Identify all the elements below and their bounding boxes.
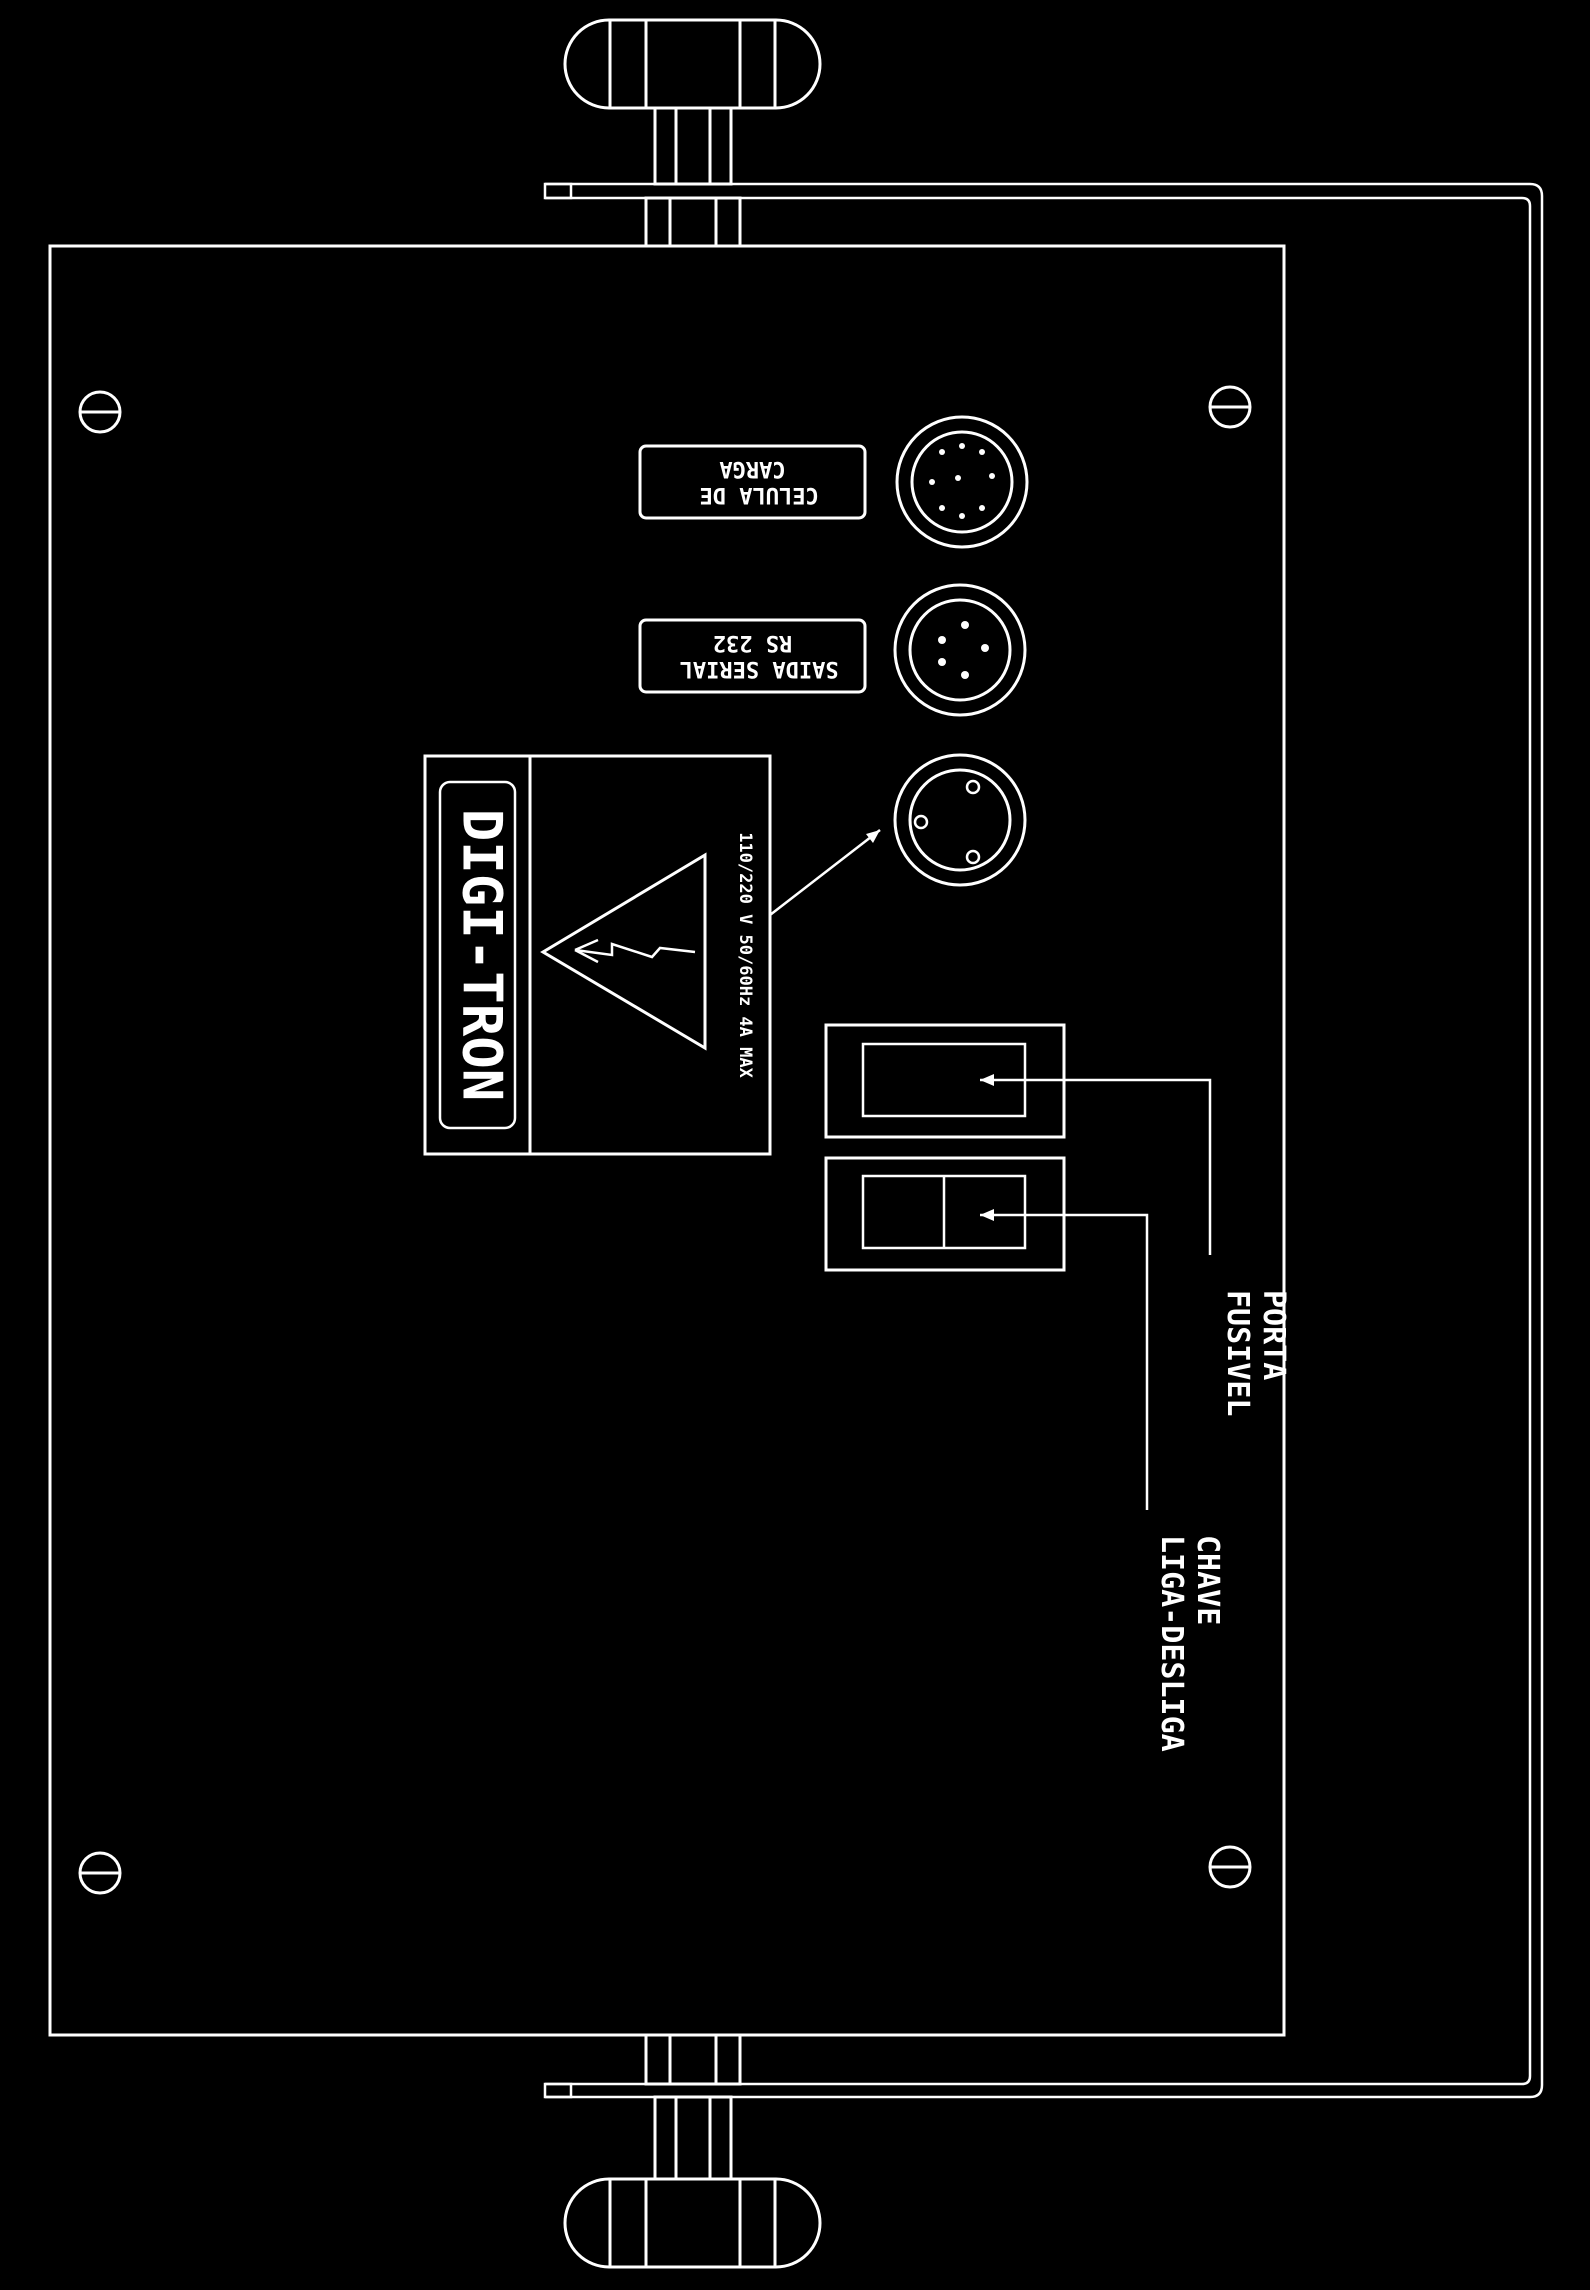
mounting-bracket (543, 182, 1544, 2099)
serial-output-label-box (638, 618, 867, 694)
load-cell-label: CELULA DE CARGA (686, 456, 818, 507)
load-cell-label-box (638, 444, 867, 520)
brand-name: DIGI-TRON (450, 809, 513, 1102)
serial-output-connector (893, 583, 1027, 717)
power-connector (893, 753, 1027, 887)
serial-output-label: SAIDA SERIAL RS 232 (666, 630, 838, 681)
knob-icon (563, 2033, 822, 2269)
load-cell-connector (895, 415, 1029, 549)
screw-icon (1208, 385, 1252, 429)
pointer-arrow (769, 829, 881, 916)
warning-plate: DIGI-TRON 110/220 V 50/60Hz 4A MAX (423, 754, 772, 1156)
power-switch-label: CHAVE LIGA-DESLIGA (1154, 1535, 1225, 1752)
screw-icon (1208, 1845, 1252, 1889)
screw-icon (78, 1851, 122, 1895)
high-voltage-warning-icon (540, 852, 707, 1051)
knob-icon (563, 18, 822, 248)
rear-panel (48, 244, 1286, 2037)
screw-icon (78, 390, 122, 434)
switch-leader-line (980, 1209, 1149, 1510)
voltage-rating: 110/220 V 50/60Hz 4A MAX (735, 832, 755, 1078)
brand-badge (438, 780, 517, 1130)
fuse-holder-label: PORTA FUSIVEL (1220, 1290, 1291, 1416)
fuse-leader-line (980, 1074, 1212, 1255)
